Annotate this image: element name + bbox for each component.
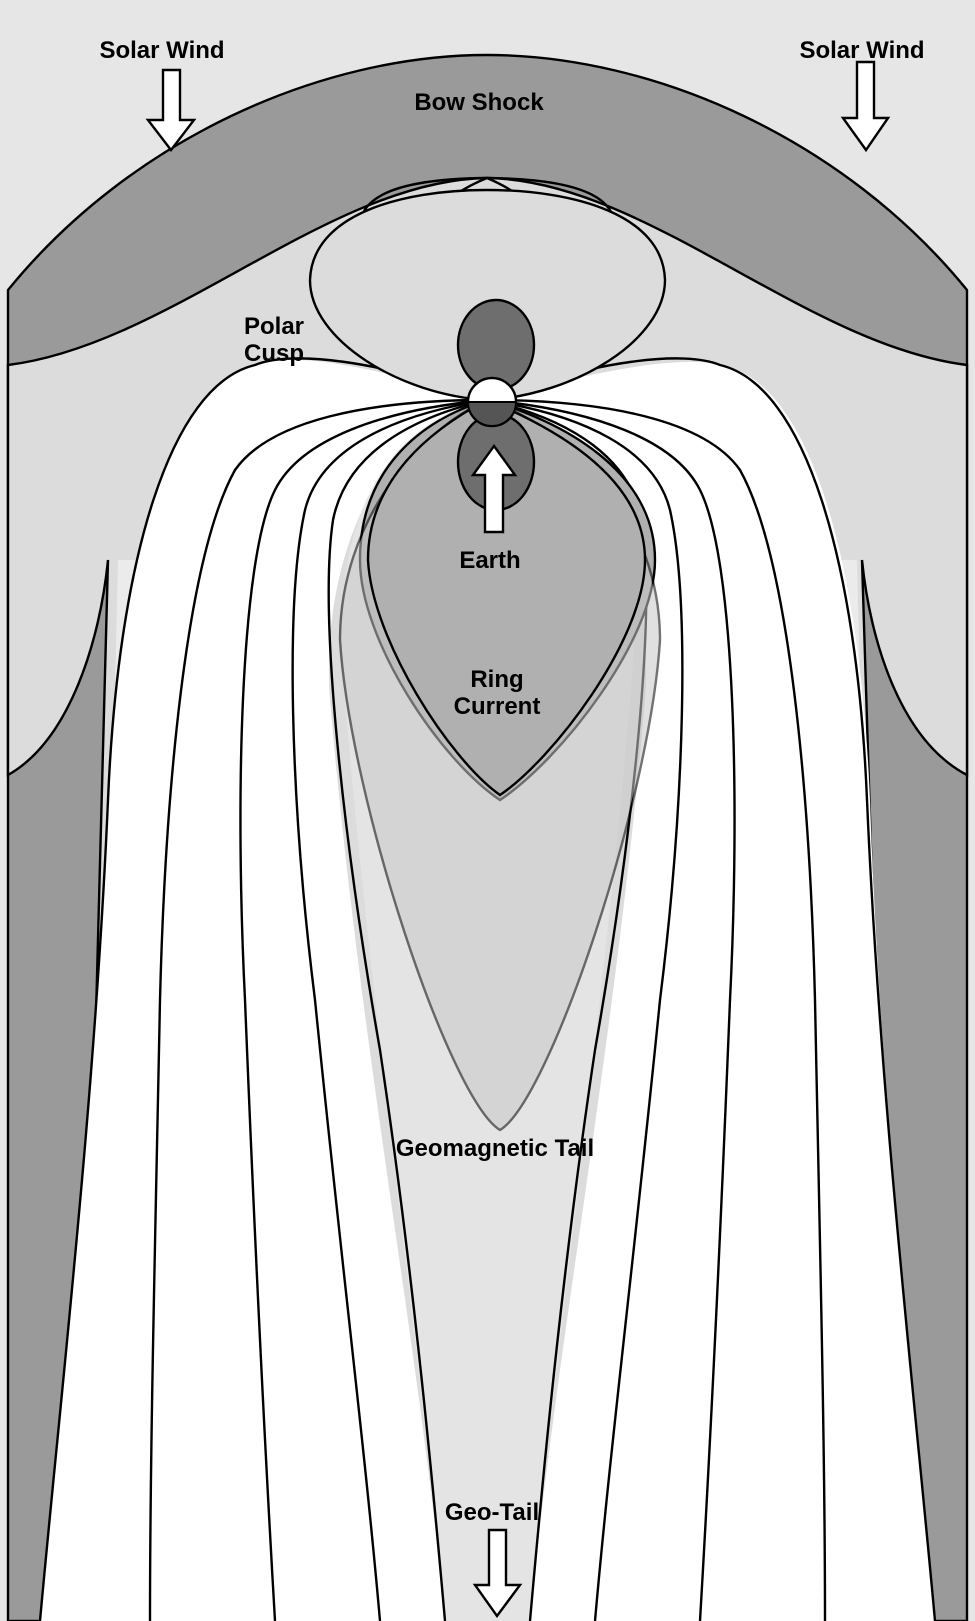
earth [468,378,516,426]
label-earth: Earth [459,547,520,574]
label-solar-wind-left: Solar Wind [99,37,224,64]
label-polar-cusp-1: Polar [244,313,304,340]
label-polar-cusp-2: Cusp [244,340,304,367]
label-geo-tail: Geo-Tail [445,1499,539,1526]
upper-lobe [458,300,534,390]
label-ring-current-2: Current [454,693,541,720]
label-bow-shock: Bow Shock [414,89,544,116]
label-solar-wind-right: Solar Wind [799,37,924,64]
label-ring-current-1: Ring [470,666,523,693]
label-geomagnetic-tail: Geomagnetic Tail [396,1135,594,1162]
